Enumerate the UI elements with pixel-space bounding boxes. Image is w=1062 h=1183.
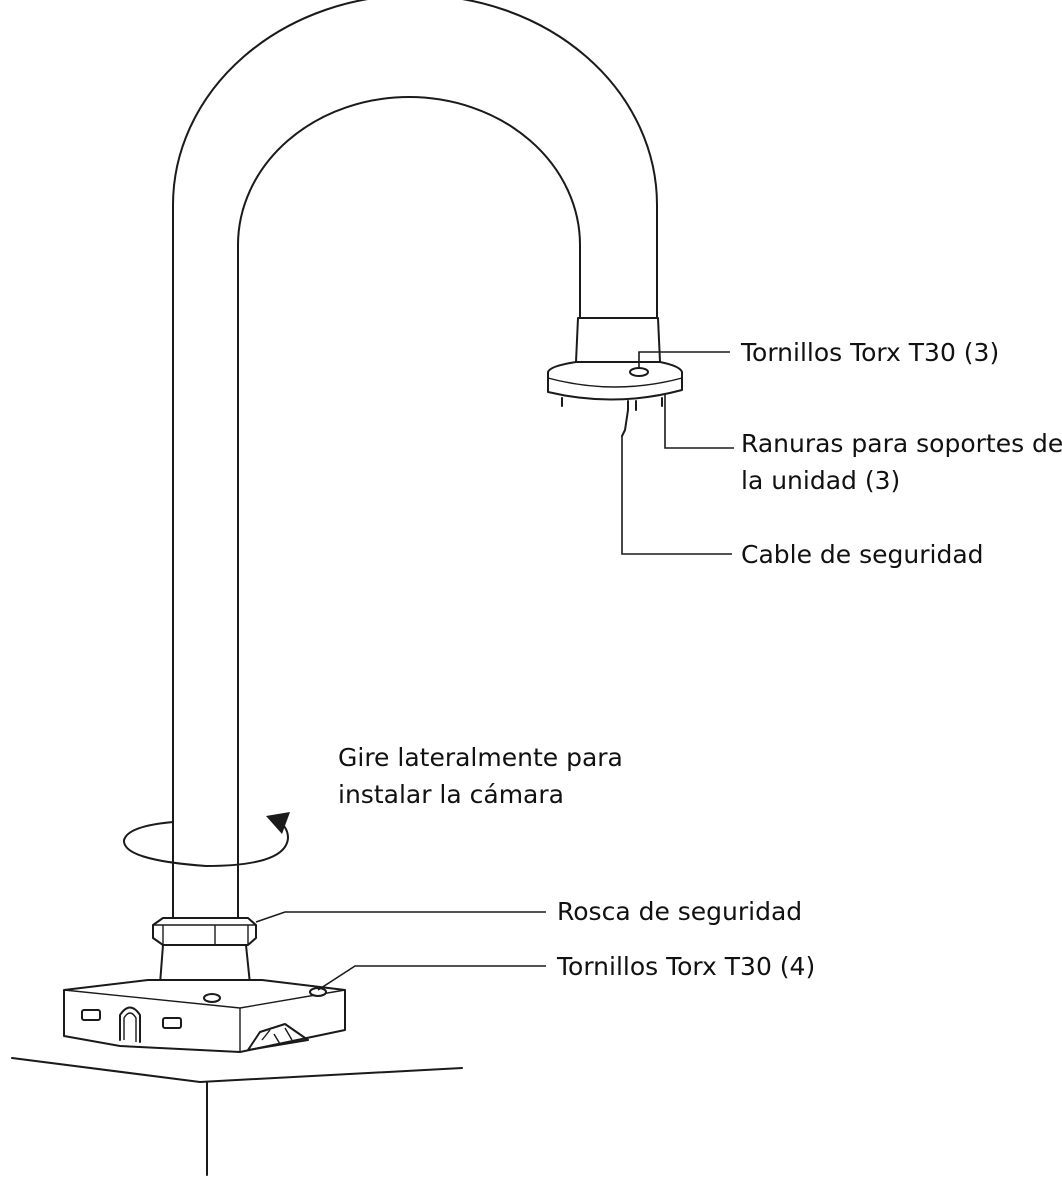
label-safety-cable: Cable de seguridad (741, 540, 984, 569)
label-rotate-line2: instalar la cámara (338, 780, 564, 809)
label-slots-line2: la unidad (3) (741, 466, 900, 495)
mounting-surface (11, 1057, 463, 1176)
top-screw-icon (629, 367, 649, 377)
pole-arm (172, 0, 658, 919)
label-base-screws: Tornillos Torx T30 (4) (556, 952, 815, 981)
rotate-arrow-icon (123, 812, 290, 867)
leader-lines (255, 351, 734, 991)
base-neck (159, 944, 251, 985)
label-rotate-line1: Gire lateralmente para (338, 743, 623, 772)
label-slots-line1: Ranuras para soportes de (741, 429, 1062, 458)
base-screw-front-icon (203, 993, 221, 1003)
label-top-screws: Tornillos Torx T30 (3) (740, 338, 999, 367)
base-screw-icon (309, 987, 327, 997)
top-mount (547, 317, 683, 437)
label-safety-thread: Rosca de seguridad (557, 897, 802, 926)
base-housing (63, 979, 346, 1053)
safety-thread-ring (152, 917, 257, 946)
